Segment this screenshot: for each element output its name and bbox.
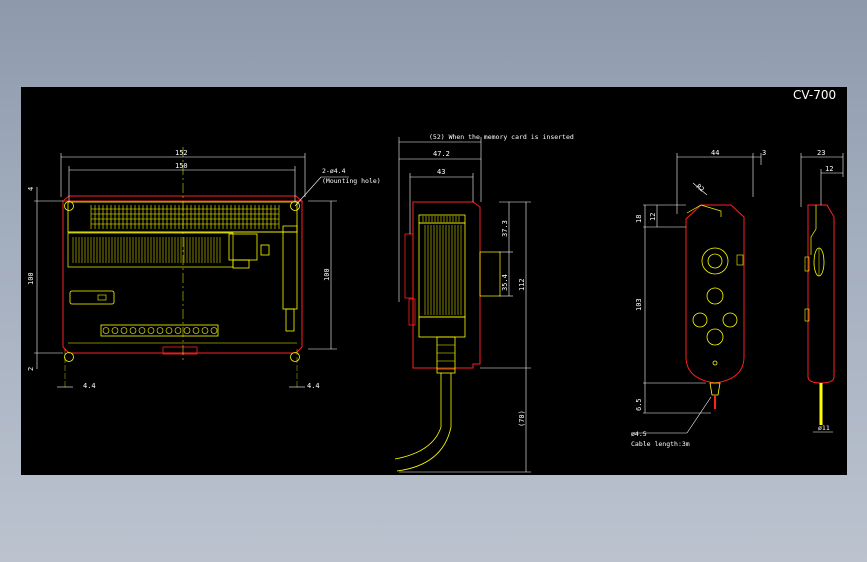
terminal-screw bbox=[147, 327, 155, 334]
joystick bbox=[701, 247, 729, 275]
button-center bbox=[706, 287, 724, 305]
cad-viewport[interactable]: CV-700 bbox=[21, 87, 847, 475]
terminal-ribs bbox=[90, 205, 280, 229]
terminal-screw bbox=[111, 327, 119, 334]
dim-angle: R2 bbox=[695, 182, 706, 193]
side-fins bbox=[424, 225, 462, 315]
dim-depth: 43 bbox=[437, 168, 445, 176]
terminal-screw bbox=[165, 327, 173, 334]
terminal-screw bbox=[120, 327, 128, 334]
note-memory-card: (52) When the memory card is inserted bbox=[429, 133, 574, 141]
dim-controller-offset: 3 bbox=[762, 149, 766, 157]
controller-side-outline bbox=[807, 204, 835, 384]
dim-cable: (70) bbox=[518, 410, 526, 427]
side-view: (52) When the memory card is inserted 47… bbox=[394, 133, 574, 473]
drawing-canvas: CV-700 bbox=[27, 88, 844, 473]
dim-bottom-offset: 2 bbox=[27, 367, 35, 371]
controller-side-view: 23 12 ø11 bbox=[800, 149, 844, 433]
dim-side-depth: 23 bbox=[817, 149, 825, 157]
side-housing-outline bbox=[412, 201, 481, 369]
note-mounting-hole: (Mounting hole) bbox=[322, 177, 381, 185]
dim-controller-width: 44 bbox=[711, 149, 719, 157]
dim-overall-width: 152 bbox=[175, 149, 188, 157]
dim-hole-pitch: 150 bbox=[175, 162, 188, 170]
dim-top-offset: 4 bbox=[27, 187, 35, 191]
cable-connector bbox=[436, 336, 456, 374]
io-ribs bbox=[72, 237, 221, 263]
io-panel bbox=[67, 232, 234, 268]
terminal-screw bbox=[183, 327, 191, 334]
dim-height-left: 100 bbox=[27, 272, 35, 285]
cable-guide bbox=[282, 225, 298, 310]
dim-controller-bottom: 6.5 bbox=[635, 398, 643, 411]
terminal-screw bbox=[192, 327, 200, 334]
dim-middle: 35.4 bbox=[501, 274, 509, 291]
terminal-screw bbox=[102, 327, 110, 334]
cable bbox=[394, 373, 442, 460]
terminal-screw bbox=[210, 327, 218, 334]
drawing-title: CV-700 bbox=[793, 88, 836, 102]
terminal-screw bbox=[138, 327, 146, 334]
bottom-terminal-row bbox=[100, 324, 219, 337]
cable-length: Cable length:3m bbox=[631, 440, 690, 448]
bottom-terminals bbox=[102, 327, 218, 334]
dim-cable-dia: ø4.5 bbox=[631, 430, 647, 438]
dim-mounting-hole: 2-ø4.4 bbox=[322, 167, 346, 175]
front-view: 152 150 2-ø4.4 (Mounting hole) 100 100 4… bbox=[27, 147, 381, 390]
mounting-hole-left bbox=[64, 201, 74, 211]
dim-overall-height: 112 bbox=[518, 278, 526, 291]
terminal-screw bbox=[201, 327, 209, 334]
dim-controller-top: 18 bbox=[635, 215, 643, 223]
dim-controller-height: 103 bbox=[635, 298, 643, 311]
terminal-screw bbox=[174, 327, 182, 334]
dim-height-right: 100 bbox=[323, 268, 331, 281]
dim-foot-right: 4.4 bbox=[307, 382, 320, 390]
dim-upper: 37.3 bbox=[501, 220, 509, 237]
mounting-hole-right bbox=[290, 201, 300, 211]
label-plate bbox=[69, 290, 115, 305]
dim-controller-cap: 12 bbox=[649, 213, 657, 221]
dim-side-dia: ø11 bbox=[818, 424, 830, 432]
controller-outline bbox=[685, 204, 745, 384]
terminal-screw bbox=[129, 327, 137, 334]
terminal-screw bbox=[156, 327, 164, 334]
dim-depth-card: 47.2 bbox=[433, 150, 450, 158]
controller-front-view: 44 3 18 12 103 6.5 R2 ø4.5 Cable length:… bbox=[631, 149, 766, 448]
dim-side-cap: 12 bbox=[825, 165, 833, 173]
dim-foot-left: 4.4 bbox=[83, 382, 96, 390]
connector-tab bbox=[232, 259, 250, 269]
front-top-edge bbox=[61, 195, 304, 202]
terminal-block bbox=[67, 201, 298, 233]
